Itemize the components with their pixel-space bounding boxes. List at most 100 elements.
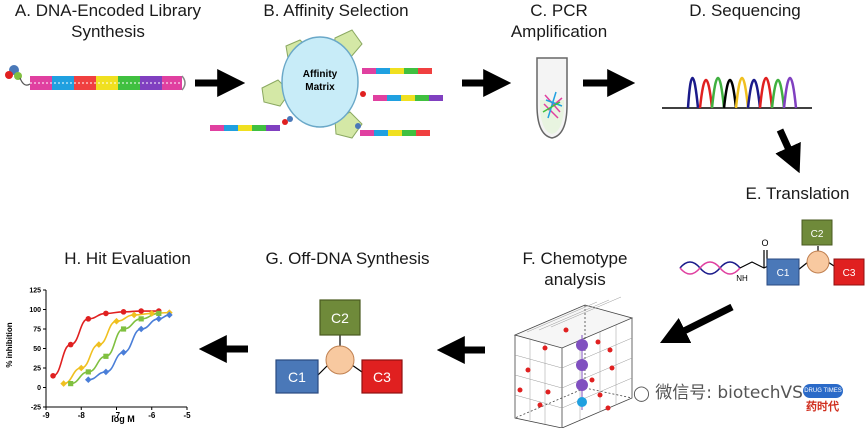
affinity-matrix-label-2: Matrix [305,82,335,93]
offdna-c2-label: C2 [331,310,349,326]
chart-ytick-label: 50 [33,346,41,353]
chart-point-s2-0 [68,381,74,387]
chart-point-s3-5 [166,311,173,319]
arrow-e-to-f [659,303,734,344]
stage-c-title-line1: C. PCR [530,1,588,20]
chart-point-s1-5 [148,310,156,317]
chart-marks [50,308,173,387]
amide-nh-label: NH [736,274,748,283]
chart-point-s0-5 [138,308,144,314]
chart-point-s0-2 [85,316,92,322]
chart-point-s3-0 [85,376,92,383]
watermark-text: 微信号: biotechVS [655,383,803,403]
chart-point-s0-3 [103,310,109,317]
offdna-c3-box [361,359,403,394]
chart-xtick-label: -9 [42,411,50,420]
translation-c2-label: C2 [811,229,824,240]
chart-point-s0-0 [50,373,56,379]
stage-h-title-line1: H. Hit Evaluation [64,249,191,268]
offdna-core-node [325,345,355,375]
chart-ytick-label: 75 [33,327,41,334]
chart-ytick-label: 125 [29,288,41,295]
stage-c-title-line2: Amplification [510,22,608,41]
chart-ytick-label: 25 [33,366,41,373]
chart-point-s2-3 [120,326,127,332]
stage-b-title: B. Affinity Selection [246,0,426,21]
affinity-selection-illustration [210,29,443,139]
chart-ylabel: % inhibition [5,322,14,367]
chart-point-s1-1 [77,364,85,372]
stage-f-title-line1: F. Chemotype [522,249,628,268]
offdna-c3-label: C3 [373,369,391,385]
stage-c-title: C. PCR Amplification [494,0,624,42]
translation-structure [679,219,865,286]
stage-b-title-line1: B. Affinity Selection [263,1,409,20]
offdna-structure [275,299,403,394]
chart-series-line-3 [88,314,170,381]
chart-point-s3-3 [137,325,145,333]
offdna-c1-label: C1 [288,369,306,385]
wechat-watermark: ◯ 微信号: biotechVS [633,378,803,403]
stage-h-title: H. Hit Evaluation [45,248,210,269]
stage-a-title: A. DNA-Encoded Library Synthesis [8,0,208,42]
stage-g-title: G. Off-DNA Synthesis [250,248,445,269]
sequencing-chromatogram [662,76,812,109]
amide-oxygen-label: O [761,238,768,248]
chart-ytick-label: 100 [29,307,41,314]
chart-point-s2-4 [138,316,144,322]
stage-f-title-line2: analysis [544,270,606,289]
chart-xtick-label: -8 [78,411,86,420]
chemotype-cube [513,296,634,428]
chart-xtick-label: -6 [148,411,156,420]
translation-c1-box [766,258,800,286]
chart-point-s0-1 [67,341,74,348]
stage-e-title: E. Translation [735,183,860,204]
chart-point-s3-2 [120,349,127,356]
chart-point-s1-4 [130,311,138,319]
translation-c3-label: C3 [843,268,856,279]
chart-point-s2-5 [156,310,162,316]
chart-point-s2-1 [85,369,91,375]
chart-axes: -25 0 25 50 75 100 125 -9 -8 -7 -6 -5 [29,288,191,421]
arrow-d-to-e [775,128,801,174]
chart-xtick-label: -7 [113,411,121,420]
dna-library-strand [5,65,186,91]
translation-c2-box [801,219,833,246]
translation-c1-label: C1 [777,268,790,279]
stage-d-title-line1: D. Sequencing [689,1,801,20]
chart-point-s1-2 [95,341,103,348]
stage-d-title: D. Sequencing [675,0,815,21]
translation-c3-box [833,258,865,286]
chart-point-s2-2 [103,353,109,359]
chart-ytick-label: -25 [31,405,41,412]
chart-ytick-label: 0 [37,385,41,392]
stage-e-title-line1: E. Translation [745,184,850,203]
stage-a-title-line2: Synthesis [71,22,145,41]
chemotype-cluster [576,335,588,410]
dose-response-chart: -25 0 25 50 75 100 125 -9 -8 -7 -6 -5 [29,288,191,421]
offdna-c1-box [275,359,319,394]
offdna-c2-box [319,299,361,336]
chart-xtick-label: -5 [183,411,191,420]
drug-times-logo: DRUG TIMES [803,384,843,398]
affinity-matrix [281,36,359,128]
drug-times-badge: 药时代 [806,400,839,413]
stage-g-title-line1: G. Off-DNA Synthesis [265,249,430,268]
stage-f-title: F. Chemotype analysis [505,248,645,290]
chart-point-s3-4 [155,315,163,323]
dna-helix [679,261,741,275]
chart-point-s0-4 [120,309,127,315]
chart-point-s1-0 [60,380,67,387]
chart-xlabel: log M [111,414,135,424]
chart-series-line-2 [70,312,159,385]
chart-point-s3-1 [102,368,110,376]
chart-point-s1-3 [113,317,120,325]
chemotype-points [517,327,615,411]
pcr-tube [536,57,568,139]
flow-arrows [195,69,801,364]
wechat-icon: ◯ [633,384,650,402]
stage-a-title-line1: A. DNA-Encoded Library [14,1,202,20]
translation-core-node [806,250,830,274]
affinity-matrix-label-1: Affinity [303,69,338,80]
